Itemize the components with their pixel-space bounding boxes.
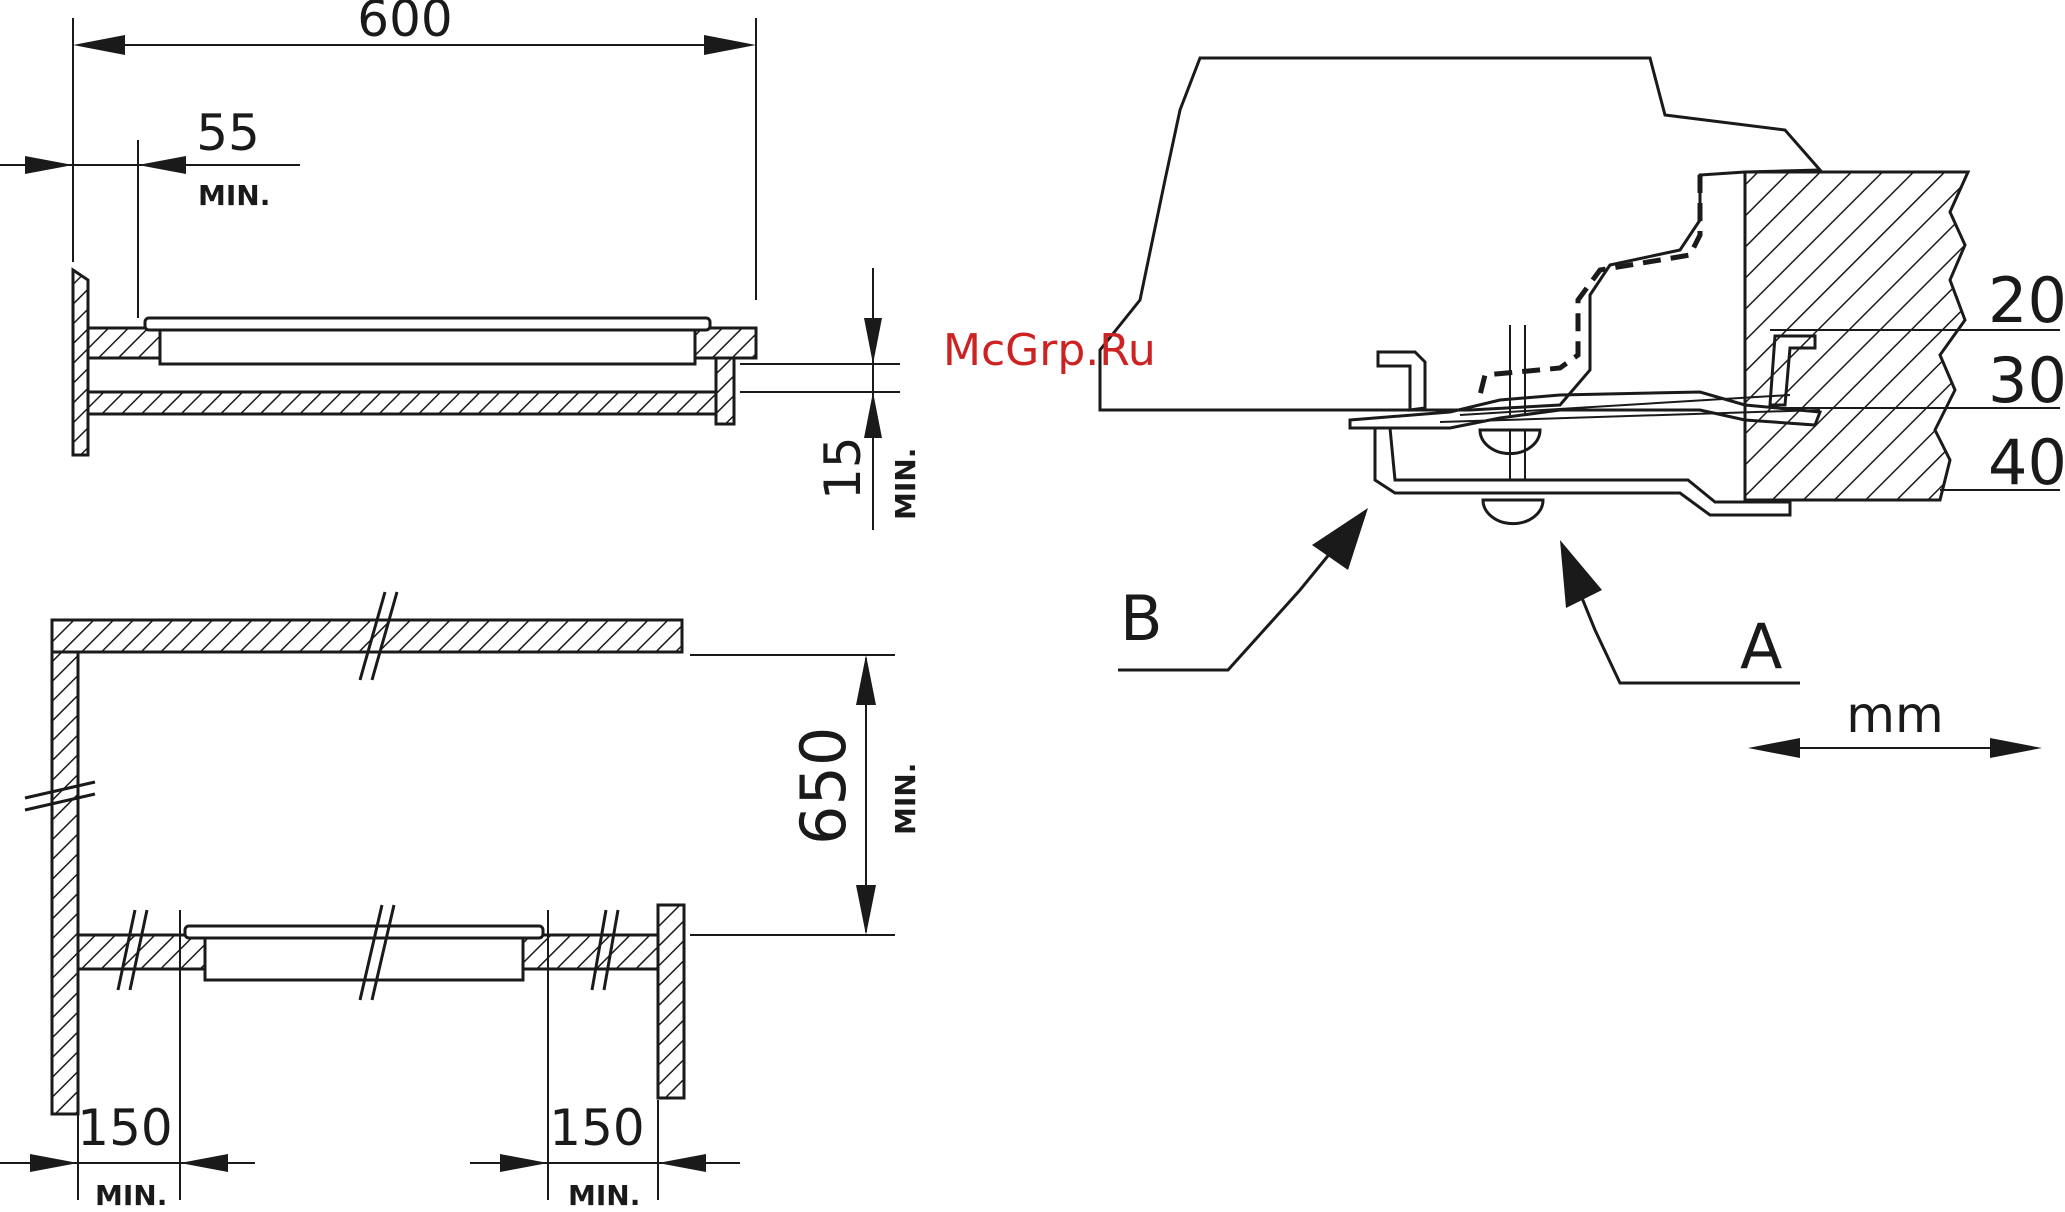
hob-plan <box>205 938 523 980</box>
min-label-55: MIN. <box>198 179 270 212</box>
min-label-650: MIN. <box>889 763 922 835</box>
dimension-55: 55 <box>196 104 260 162</box>
right-post <box>658 905 684 1098</box>
unit-mm: mm <box>1846 686 1943 744</box>
dimension-650: 650 <box>787 727 860 845</box>
dimension-600: 600 <box>357 0 452 48</box>
left-wall <box>52 652 78 1114</box>
thickness-40: 40 <box>1988 426 2065 499</box>
wall-section <box>73 270 88 455</box>
thickness-30: 30 <box>1988 344 2065 417</box>
min-label-150-left: MIN. <box>95 1179 167 1212</box>
thickness-20: 20 <box>1988 264 2065 337</box>
dimension-150-right: 150 <box>549 1099 644 1157</box>
hob-body <box>160 330 695 364</box>
right-post-section <box>716 358 734 424</box>
dimension-15: 15 <box>814 436 872 500</box>
screw-lower <box>1483 500 1543 524</box>
lower-shelf-section <box>88 392 716 414</box>
min-label-15: MIN. <box>889 448 922 520</box>
hob-top <box>145 318 710 330</box>
clamp-detail: 20 30 40 B A mm <box>1100 58 2065 758</box>
callout-b: B <box>1120 582 1163 655</box>
min-label-150-right: MIN. <box>568 1179 640 1212</box>
clamp-bracket-lower <box>1375 428 1790 515</box>
top-wall <box>52 620 682 652</box>
hob-plan-rim <box>185 926 543 938</box>
plan-view: 650 MIN. 150 MIN. 150 MIN. <box>0 592 922 1212</box>
callout-b-arrow <box>1312 508 1368 570</box>
side-section-view: 600 55 MIN. 15 MIN. <box>0 0 922 530</box>
callout-a-arrow <box>1560 540 1602 608</box>
hob-body-detail <box>1100 58 1820 410</box>
watermark: McGrp.Ru <box>943 325 1156 376</box>
callout-a: A <box>1740 610 1782 683</box>
dimension-150-left: 150 <box>77 1099 172 1157</box>
